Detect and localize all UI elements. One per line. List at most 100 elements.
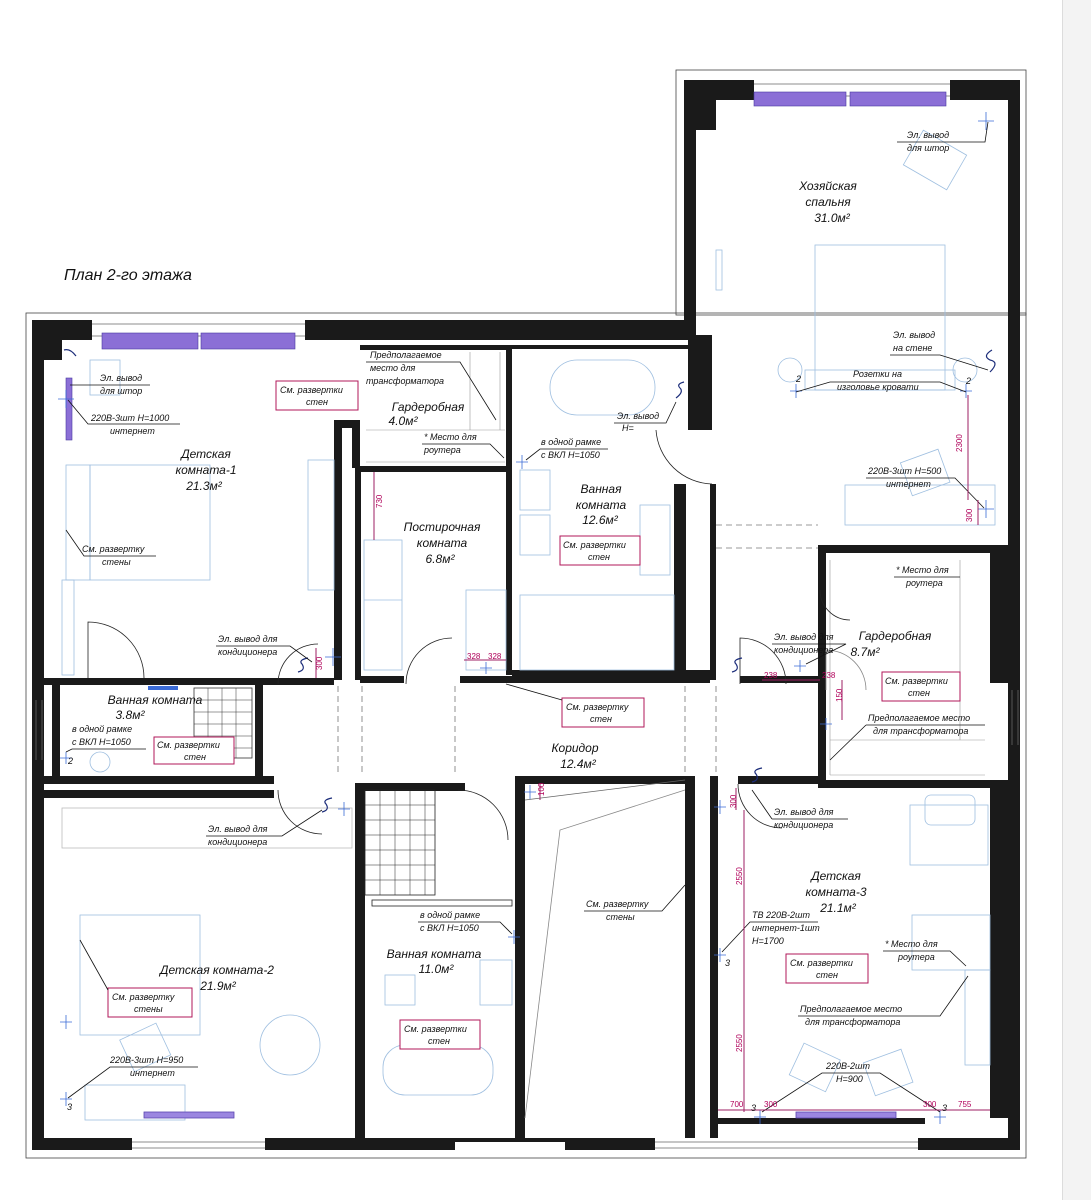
- room-label-bathroom-bottom: Ванная комната 11.0м²: [387, 947, 482, 976]
- dim-label: 300: [315, 656, 324, 670]
- note-line: в одной рамке: [420, 910, 480, 920]
- note-bath-top-out: Эл. вывод H=: [614, 401, 677, 433]
- note-line: стен: [306, 397, 328, 407]
- marker: 2: [965, 376, 971, 386]
- note-bath-top-frame: в одной рамке с ВКЛ H=1050: [525, 437, 608, 461]
- note-ac-right: Эл. вывод для кондиционера: [772, 632, 847, 665]
- room-name: Ванная комната: [108, 693, 203, 707]
- dim-label: 238: [764, 671, 778, 680]
- note-line: * Место для: [885, 939, 938, 949]
- note-line: Эл. вывод: [100, 373, 142, 383]
- viewer-scrollbar[interactable]: [1062, 0, 1091, 1200]
- doors: [87, 429, 867, 1119]
- dim-label: 238: [822, 671, 836, 680]
- exterior-walls: [32, 80, 1020, 1150]
- note-line: стен: [908, 688, 930, 698]
- note-line: стен: [590, 714, 612, 724]
- plan-title: План 2-го этажа: [64, 267, 192, 284]
- note-line: кондиционера: [774, 820, 833, 830]
- note-line: кондиционера: [774, 645, 833, 655]
- note-line: См. развертки: [885, 676, 948, 686]
- note-line: интернет: [110, 426, 155, 436]
- note-bath-bot-frame: в одной рамке с ВКЛ H=1050: [418, 910, 513, 935]
- marker: 2: [67, 756, 73, 766]
- note-master-220: 220В-3шт H=500 интернет: [866, 466, 985, 509]
- furniture-bath-top: [519, 359, 675, 671]
- room-area: 21.3м²: [185, 479, 223, 493]
- note-k2-ac: Эл. вывод для кондиционера: [206, 809, 323, 847]
- note-line: 220В-2шт: [825, 1061, 870, 1071]
- outlet-markers: 2 2 2 3 3 3 3: [67, 374, 971, 1113]
- sheet-frame: [25, 312, 1027, 1159]
- note-line: См. развертку: [112, 992, 175, 1002]
- dim-label: 300: [965, 508, 974, 522]
- note-line: стен: [428, 1036, 450, 1046]
- note-line: 220В-3шт H=950: [109, 1055, 183, 1065]
- note-line: H=900: [836, 1074, 863, 1084]
- dim-label: 300: [764, 1100, 778, 1109]
- room-name: Постирочная: [404, 520, 481, 534]
- room-name: комната-1: [175, 463, 236, 477]
- note-line: * Место для: [896, 565, 949, 575]
- note-k2-scan: См. развертку стены: [79, 939, 193, 1018]
- furniture-kids-3: [788, 794, 991, 1119]
- dim-label: 2550: [735, 867, 744, 885]
- note-line: интернет: [130, 1068, 175, 1078]
- note-line: кондиционера: [208, 837, 267, 847]
- note-corr-bot-scan: См. развертку стены: [584, 884, 686, 922]
- note-line: стен: [588, 552, 610, 562]
- room-label-kids-room-2: Детская комната-2 21.9м²: [158, 963, 274, 993]
- note-line: * Место для: [424, 432, 477, 442]
- note-line: стены: [134, 1004, 163, 1014]
- room-name: Гардеробная: [859, 629, 932, 643]
- note-line: Эл. вывод: [907, 130, 949, 140]
- note-line: Предполагаемое место: [800, 1004, 902, 1014]
- note-line: ТВ 220В-2шт: [752, 910, 810, 920]
- note-line: См. развертку: [586, 899, 649, 909]
- room-area: 4.0м²: [389, 414, 419, 428]
- note-k3-router: * Место для роутера: [883, 939, 967, 967]
- note-transformer-top: Предполагаемое место для трансформатора: [366, 350, 497, 421]
- furniture-wardrobe-right: [829, 560, 985, 776]
- note-k3-transformer: Предполагаемое место для трансформатора: [798, 975, 969, 1027]
- note-line: 220В-3шт H=1000: [90, 413, 169, 423]
- dim-label: 730: [375, 494, 384, 508]
- note-line: стены: [102, 557, 131, 567]
- note-line: См. развертку: [566, 702, 629, 712]
- note-line: роутера: [897, 952, 935, 962]
- note-line: изголовье кровати: [837, 382, 919, 392]
- note-line: Эл. вывод для: [774, 632, 834, 642]
- note-line: интернет-1шт: [752, 923, 820, 933]
- note-line: с ВКЛ H=1050: [541, 450, 600, 460]
- note-line: Эл. вывод: [617, 411, 659, 421]
- marker: 3: [942, 1103, 947, 1113]
- corridor-dash: [337, 524, 818, 776]
- note-line: Эл. вывод для: [208, 824, 268, 834]
- room-name: Детская: [179, 447, 231, 461]
- marker: 3: [725, 958, 730, 968]
- note-line: См. развертки: [157, 740, 220, 750]
- note-line: 220В-3шт H=500: [867, 466, 941, 476]
- wire-squiggles: [63, 349, 996, 813]
- furniture-wardrobe-small: [366, 352, 505, 463]
- note-line: для трансформатора: [805, 1017, 900, 1027]
- room-label-bathroom-top: Ванная комната 12.6м²: [576, 482, 627, 527]
- note-line: кондиционера: [218, 647, 277, 657]
- room-area: 12.6м²: [582, 513, 619, 527]
- marker: 2: [795, 374, 801, 384]
- radiators: [65, 91, 947, 441]
- note-router-right: * Место для роутера: [894, 565, 960, 588]
- room-name: Ванная: [581, 482, 623, 496]
- note-line: См. развертки: [563, 540, 626, 550]
- note-bedhead: Розетки на изголовье кровати: [795, 369, 967, 393]
- dim-label: 100: [537, 782, 546, 796]
- marker: 3: [751, 1103, 756, 1113]
- note-line: См. развертку: [82, 544, 145, 554]
- note-line: роутера: [423, 445, 461, 455]
- note-line: стен: [816, 970, 838, 980]
- note-small-bath-frame: в одной рамке с ВКЛ H=1050: [65, 724, 146, 753]
- marker: 3: [67, 1102, 72, 1112]
- note-line: H=: [622, 423, 634, 433]
- note-k3-220: 220В-2шт H=900: [761, 1061, 941, 1113]
